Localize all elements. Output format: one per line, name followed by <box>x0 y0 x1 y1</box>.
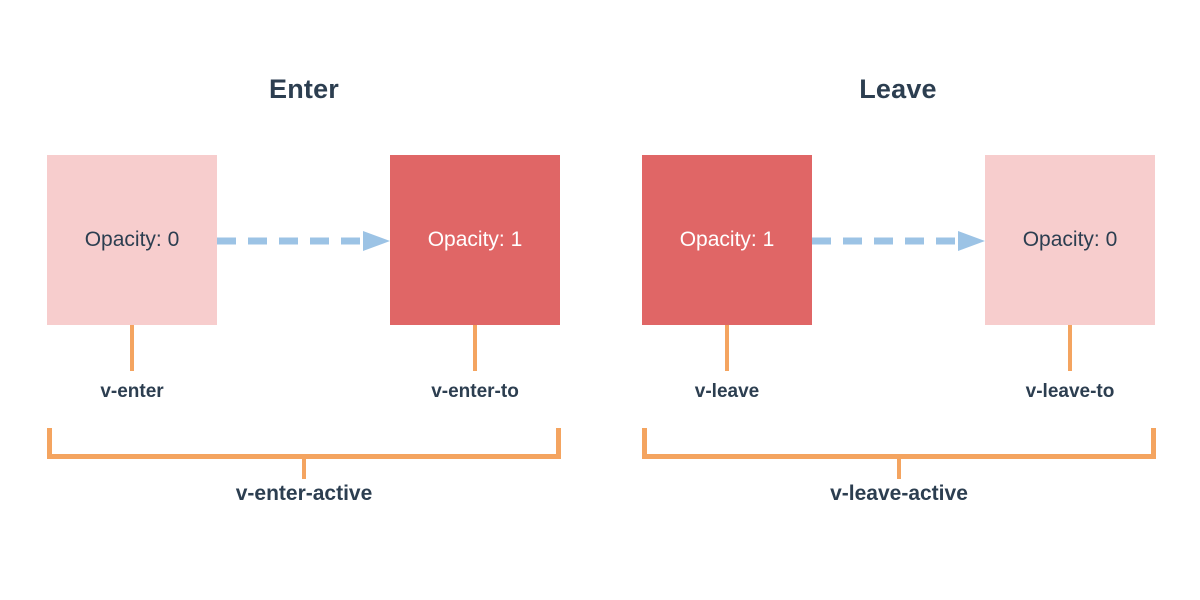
leave-from-connector <box>725 325 729 371</box>
section-title-enter: Enter <box>268 74 340 104</box>
section-enter: Enter Opacity: 0 Opacity: 1 v-enter v-en… <box>47 74 561 505</box>
leave-to-connector <box>1068 325 1072 371</box>
leave-from-box-label: Opacity: 1 <box>679 228 775 251</box>
leave-to-box-label: Opacity: 0 <box>1022 228 1118 251</box>
leave-dashed-arrow-right <box>812 230 985 252</box>
leave-from-box: Opacity: 1 <box>642 155 812 325</box>
class-label-v-enter-to: v-enter-to <box>431 381 519 402</box>
leave-to-box: Opacity: 0 <box>985 155 1155 325</box>
class-label-v-enter: v-enter <box>100 381 164 402</box>
enter-from-box: Opacity: 0 <box>47 155 217 325</box>
section-title-leave: Leave <box>859 74 937 104</box>
section-leave: Leave Opacity: 1 Opacity: 0 v-leave v-le… <box>595 0 1195 600</box>
leave-active-bracket-stem <box>897 456 901 479</box>
leave-active-bracket <box>642 428 1156 459</box>
enter-active-bracket-stem <box>302 456 306 479</box>
enter-to-connector <box>473 325 477 371</box>
enter-from-box-label: Opacity: 0 <box>84 228 180 251</box>
enter-active-bracket <box>47 428 561 459</box>
enter-to-box: Opacity: 1 <box>390 155 560 325</box>
enter-from-connector <box>130 325 134 371</box>
class-label-v-leave-to: v-leave-to <box>1025 381 1115 402</box>
enter-dashed-arrow-right <box>217 230 390 252</box>
class-label-v-leave: v-leave <box>694 381 760 402</box>
enter-to-box-label: Opacity: 1 <box>427 228 523 251</box>
class-label-v-enter-active: v-enter-active <box>235 482 373 505</box>
class-label-v-leave-active: v-leave-active <box>830 482 968 505</box>
